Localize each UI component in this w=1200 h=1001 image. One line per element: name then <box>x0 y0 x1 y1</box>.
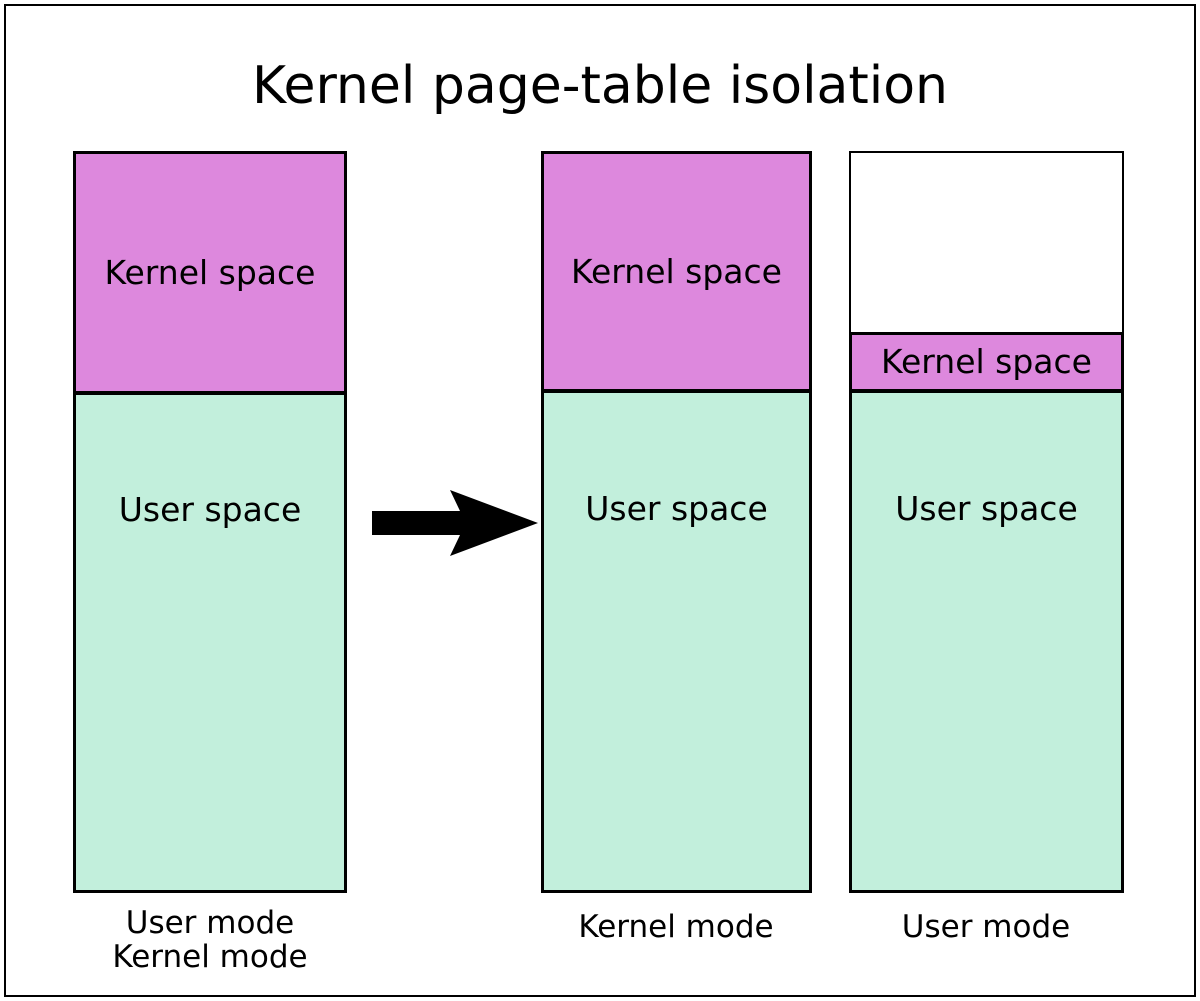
segment-label: Kernel space <box>881 342 1092 381</box>
segment-label: User space <box>895 488 1078 528</box>
column-before: Kernel space User space <box>73 151 347 893</box>
figure-border <box>4 4 1196 997</box>
segment-kernel-space: Kernel space <box>849 332 1124 392</box>
segment-user-space: User space <box>73 392 347 893</box>
segment-label: User space <box>585 488 768 528</box>
segment-label: Kernel space <box>104 252 316 292</box>
transition-arrow <box>370 488 540 558</box>
segment-user-space: User space <box>541 390 812 893</box>
segment-label: Kernel space <box>571 251 782 291</box>
caption-line: Kernel mode <box>112 939 308 975</box>
caption-line: User mode <box>125 905 295 941</box>
segment-kernel-space: Kernel space <box>541 151 812 392</box>
segment-kernel-space: Kernel space <box>73 151 347 394</box>
column-after-kernel-mode: Kernel space User space <box>541 151 812 893</box>
arrow-right-icon <box>372 490 538 556</box>
column-caption-after-kernel-mode: Kernel mode <box>578 910 773 944</box>
segment-empty-space <box>849 151 1124 334</box>
segment-label: User space <box>118 489 302 529</box>
segment-user-space: User space <box>849 390 1124 893</box>
caption-line: User mode <box>901 909 1071 945</box>
figure-title: Kernel page-table isolation <box>251 56 949 116</box>
caption-line: Kernel mode <box>578 909 774 945</box>
column-after-user-mode: Kernel space User space <box>849 151 1124 893</box>
column-caption-after-user-mode: User mode <box>902 910 1070 944</box>
column-caption-before: User mode Kernel mode <box>112 906 307 974</box>
